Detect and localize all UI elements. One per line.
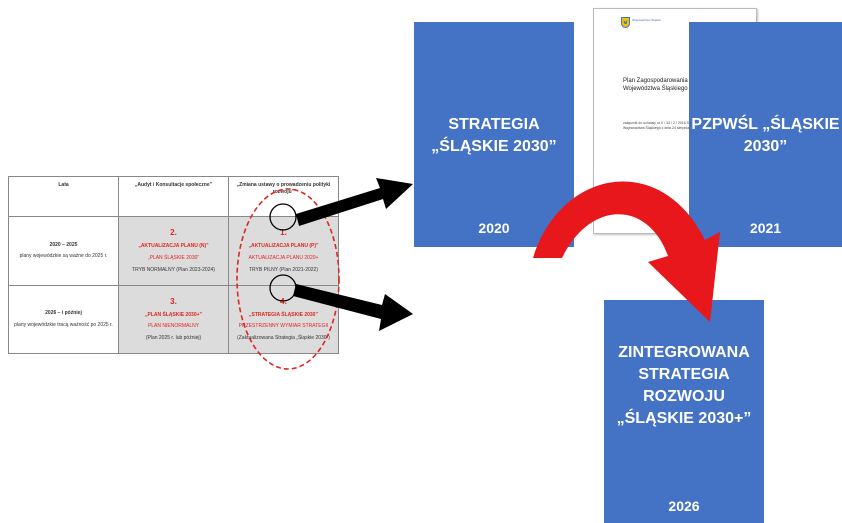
arrow-to-zintegrowana — [293, 284, 413, 331]
row2-years-label: 2026 – i później — [45, 310, 82, 316]
row1-years-label: 2020 – 2025 — [49, 241, 78, 248]
zintegrowana-title: ZINTEGROWANA STRATEGIA ROZWOJU „ŚLĄSKIE … — [616, 344, 752, 427]
coat-of-arms-icon — [621, 17, 630, 28]
row2-c2-title: „PLAN ŚLĄSKIE 2030+” — [144, 311, 203, 318]
row2-c3-title: „STRATEGIA ŚLĄSKIE 2030” — [249, 311, 318, 318]
header-years: Lata — [8, 176, 119, 217]
row1-c2-title: „AKTUALIZACJA PLANU (N)” — [138, 243, 209, 250]
strategia-year: 2020 — [478, 220, 510, 236]
table-row: 2020 – 2025 plany wojewódzkie są ważne d… — [8, 216, 339, 286]
row1-c2-number: 2. — [170, 228, 177, 238]
row1-c3-number: 1. — [280, 228, 287, 238]
comparison-table: Lata „Audyt i Konsultacje społeczne” „Zm… — [8, 176, 339, 354]
row1-c3-title: „AKTUALIZACJA PLANU (P)” — [248, 243, 319, 250]
circle-marker-4 — [269, 274, 297, 302]
document-logo-text: Województwo Śląskie — [632, 18, 661, 22]
row2-years: 2026 – i później plany wojewódzkie tracą… — [8, 284, 119, 354]
row2-c2-sub: PLAN NIENORMALNY — [147, 323, 200, 330]
curved-red-arrow — [533, 181, 720, 322]
row1-c2-note: TRYB NORMALNY (Plan 2023-2024) — [132, 266, 215, 273]
row1-years-note: plany wojewódzkie są ważne do 2025 r. — [19, 253, 108, 260]
row1-c2-sub: „PLAN ŚLĄSKIE 2030” — [147, 254, 200, 261]
strategia-box: STRATEGIA „ŚLĄSKIE 2030” 2020 — [414, 22, 574, 247]
table-row: 2026 – i później plany wojewódzkie tracą… — [8, 284, 339, 354]
row1-cell-3: 1. „AKTUALIZACJA PLANU (P)” AKTUALIZACJA… — [228, 216, 339, 286]
row1-c3-note: TRYB PILNY (Plan 2021-2022) — [248, 266, 319, 273]
arrow-to-strategia — [296, 178, 413, 226]
document-title: Plan Zagospodarowania Przestrzennego Woj… — [623, 78, 732, 92]
pzpwsl-title: PZPWŚL „ŚLĄSKIE 2030” — [691, 116, 840, 155]
row2-cell-2: 3. „PLAN ŚLĄSKIE 2030+” PLAN NIENORMALNY… — [118, 284, 229, 354]
row2-c2-number: 3. — [170, 296, 177, 306]
dashed-highlight-ellipse — [236, 188, 340, 370]
strategia-title: STRATEGIA „ŚLĄSKIE 2030” — [431, 116, 557, 155]
circle-marker-1 — [269, 203, 297, 231]
row2-c3-sub: PRZESTRZENNY WYMIAR STRATEGII — [238, 323, 329, 330]
row2-c3-note: (Zaktualizowana Strategia „Śląskie 2030”… — [237, 335, 330, 342]
zintegrowana-box: ZINTEGROWANA STRATEGIA ROZWOJU „ŚLĄSKIE … — [604, 300, 764, 523]
zintegrowana-year: 2026 — [668, 498, 700, 514]
row1-years: 2020 – 2025 plany wojewódzkie są ważne d… — [8, 216, 119, 286]
row2-years-note: plany wojewódzkie tracą ważność po 2025 … — [14, 321, 113, 328]
row1-c3-sub: AKTUALIZACJA PLANU 2020+ — [248, 254, 319, 261]
document-body: załącznik do uchwały nr V / 33 / 2 / 201… — [623, 121, 701, 130]
pzpwsl-box: PZPWŚL „ŚLĄSKIE 2030” 2021 — [689, 22, 842, 247]
pzpwsl-year: 2021 — [749, 220, 782, 236]
row2-c2-note: (Plan 2025 r. lub później) — [145, 335, 202, 342]
